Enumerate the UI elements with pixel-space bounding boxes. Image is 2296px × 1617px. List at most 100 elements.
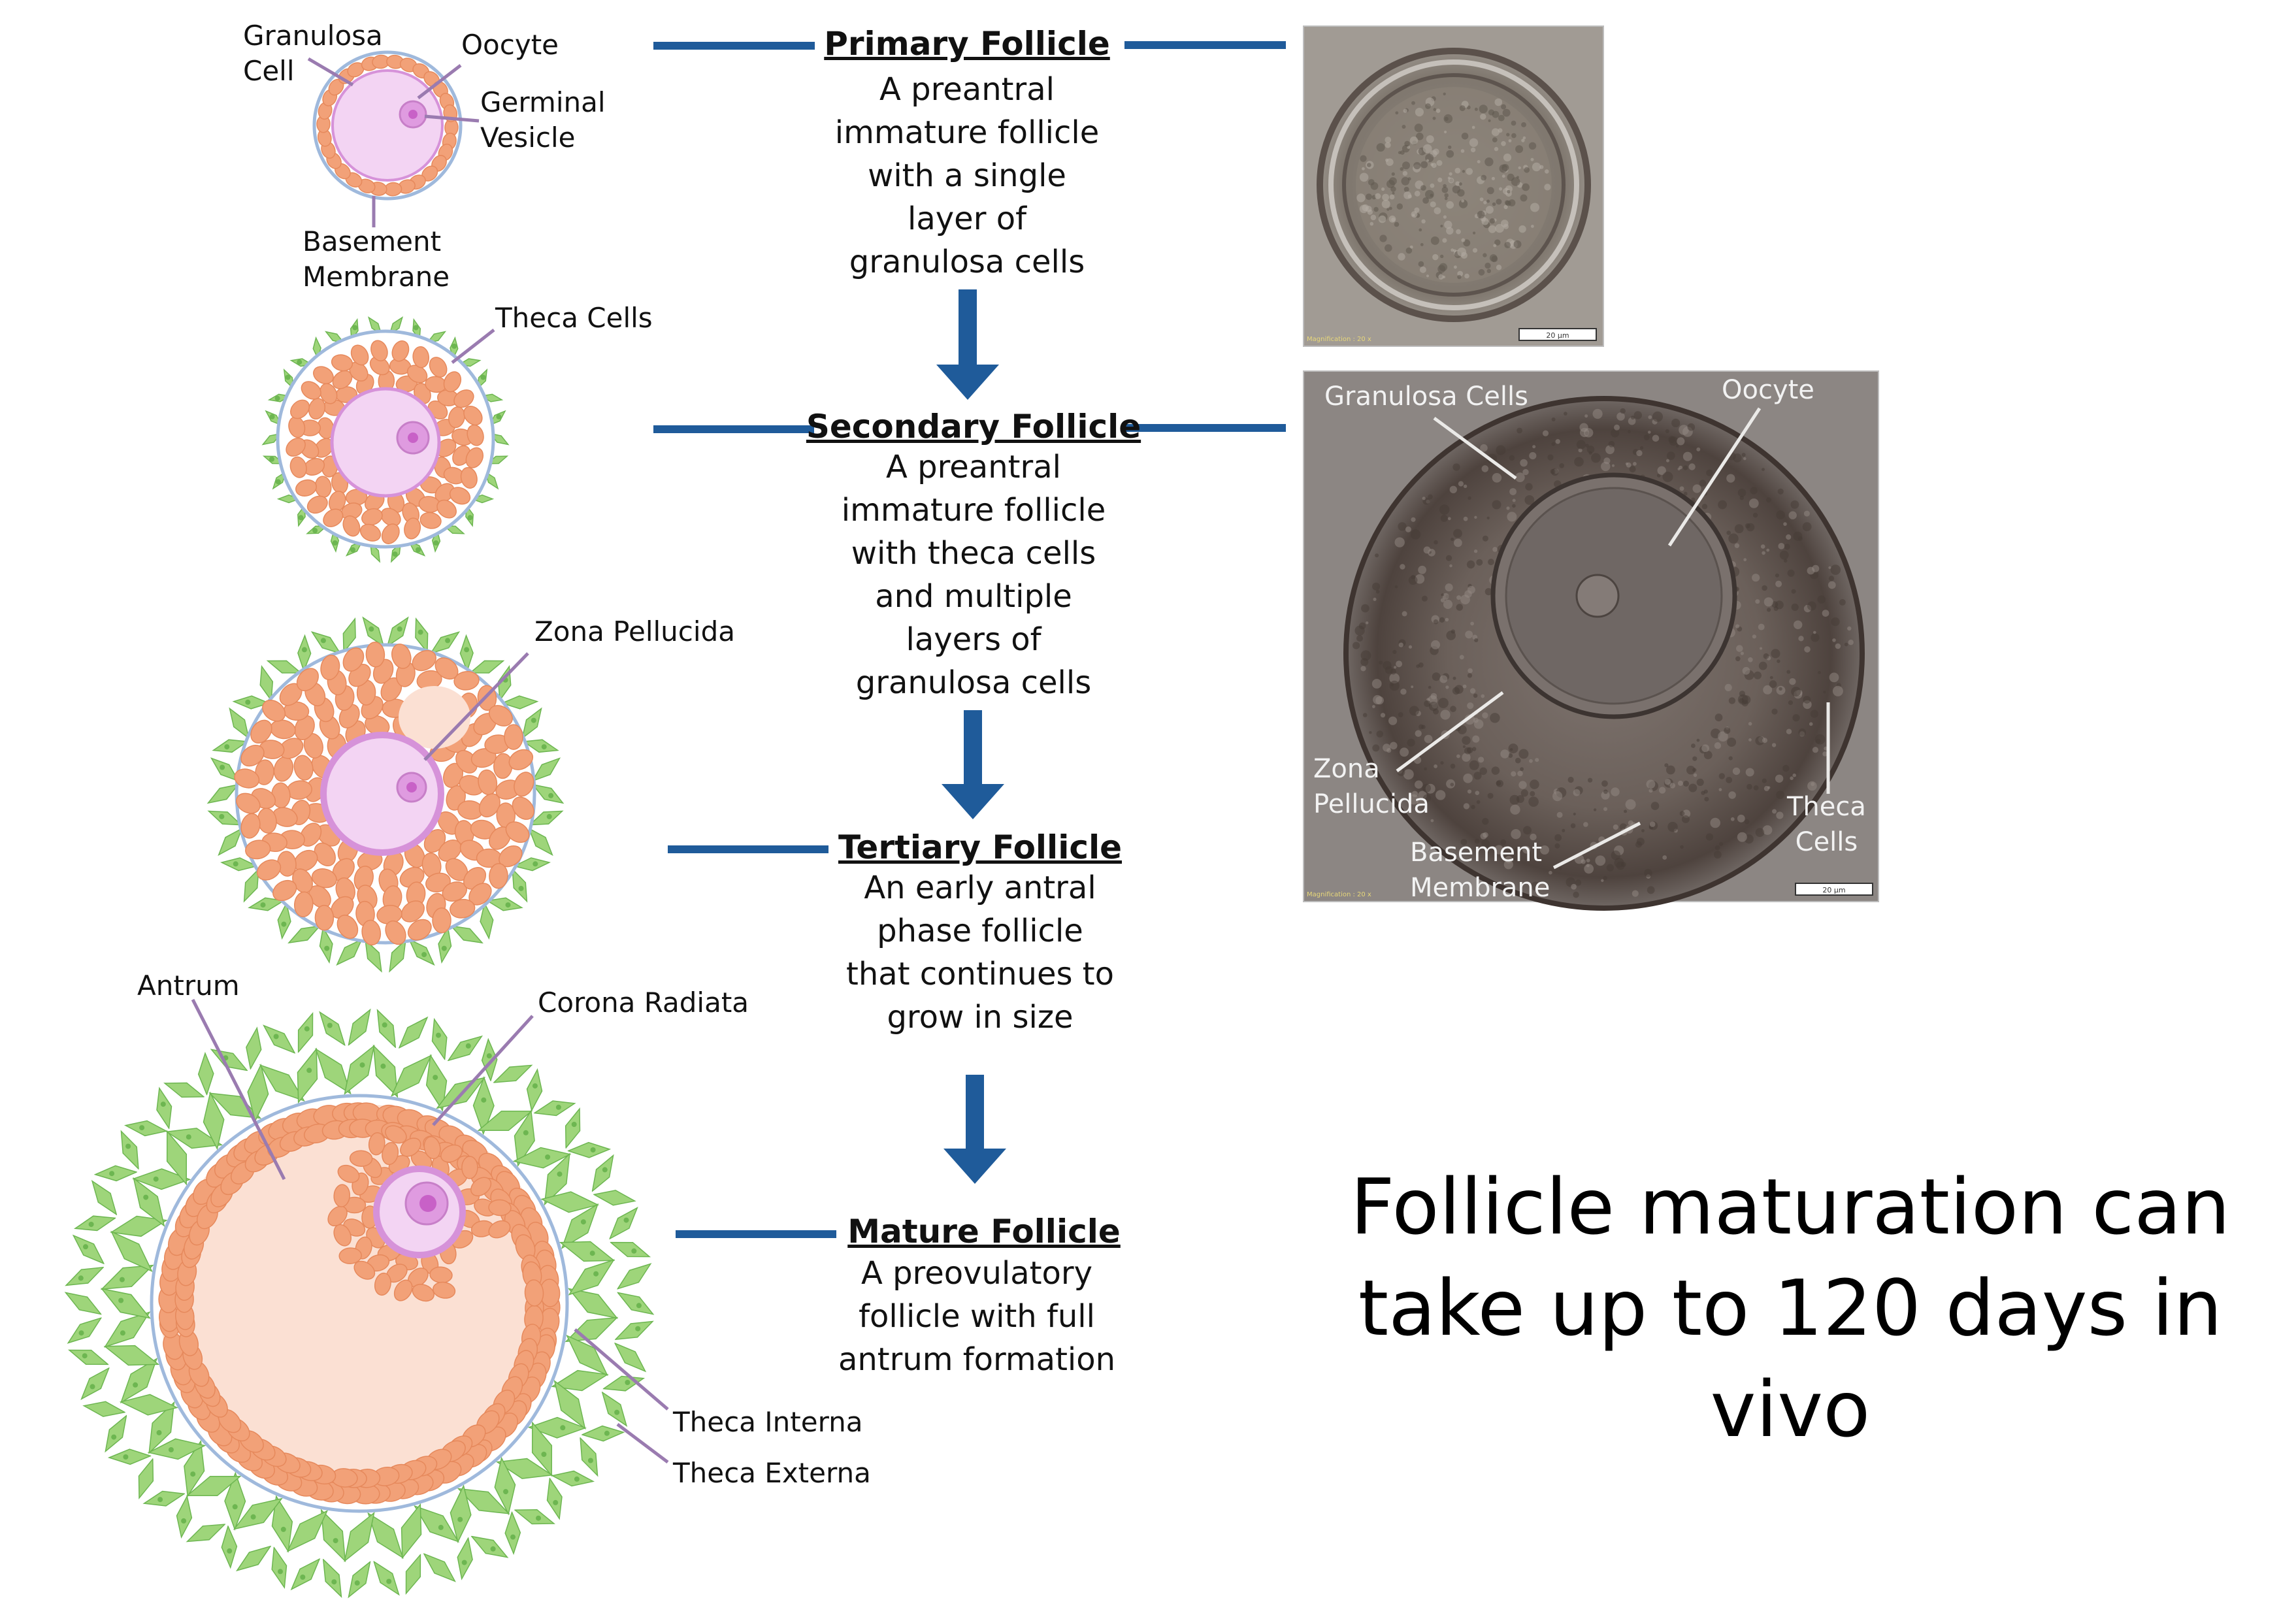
texture-speck (1360, 650, 1371, 661)
granulosa-cell (443, 371, 462, 393)
oocyte (330, 387, 441, 498)
theca-cell (286, 1510, 329, 1552)
oocyte-nucleus (1575, 574, 1620, 618)
texture-speck (1636, 449, 1643, 457)
texture-speck (1463, 803, 1470, 809)
texture-speck (1464, 273, 1469, 279)
texture-speck (1389, 680, 1400, 691)
granulosa-cell (429, 357, 448, 378)
theca-nucleus (220, 764, 225, 770)
texture-speck (1760, 544, 1765, 549)
granulosa-cell (240, 744, 265, 767)
texture-speck (1769, 680, 1777, 688)
texture-speck (1701, 744, 1710, 753)
texture-speck (1771, 743, 1777, 747)
theca-cell (297, 1047, 318, 1104)
texture-speck (1422, 783, 1431, 792)
texture-speck (1714, 742, 1722, 749)
texture-speck (1798, 728, 1807, 736)
texture-speck (1567, 776, 1574, 783)
texture-speck (1480, 444, 1488, 452)
theca-cell (565, 1316, 619, 1343)
texture-speck (1372, 744, 1380, 752)
theca-cell (67, 1349, 110, 1365)
texture-speck (1404, 140, 1410, 147)
granulosa-cell (433, 1281, 456, 1299)
granulosa-cell (505, 821, 530, 843)
theca-cell (156, 1086, 172, 1130)
texture-speck (1508, 743, 1518, 754)
granulosa-cell (450, 898, 476, 919)
texture-speck (1737, 488, 1747, 497)
theca-nucleus (274, 395, 280, 401)
theca-cell (208, 1092, 262, 1119)
granulosa-cell (489, 862, 508, 889)
texture-speck (1629, 466, 1636, 473)
texture-speck (1509, 488, 1517, 495)
texture-speck (1372, 705, 1375, 708)
texture-speck (1435, 790, 1446, 800)
texture-speck (1791, 603, 1799, 612)
texture-speck (1496, 199, 1502, 205)
texture-speck (1420, 185, 1426, 191)
texture-speck (1485, 206, 1494, 214)
theca-nucleus (441, 945, 447, 951)
texture-speck (1463, 774, 1473, 783)
theca-cell (315, 1047, 352, 1095)
texture-speck (1696, 778, 1704, 786)
texture-speck (1758, 661, 1767, 670)
texture-speck (1730, 817, 1735, 821)
theca-nucleus (593, 1271, 599, 1277)
texture-speck (1448, 145, 1452, 149)
texture-speck (1477, 160, 1481, 163)
theca-nucleus (285, 374, 291, 380)
granulosa-cell (272, 879, 297, 902)
texture-speck (1481, 218, 1489, 225)
theca-cell (405, 1553, 421, 1595)
texture-speck (1466, 560, 1475, 569)
texture-speck (1496, 265, 1502, 270)
label-zona-pellucida: Zona Pellucida (534, 615, 735, 647)
granulosa-cell (320, 655, 340, 681)
texture-speck (1523, 826, 1532, 835)
texture-speck (1652, 411, 1663, 422)
theca-cell (425, 1054, 448, 1112)
theca-nucleus (219, 813, 225, 819)
theca-cell (450, 1484, 472, 1544)
texture-speck (1682, 465, 1688, 470)
texture-speck (1390, 668, 1396, 675)
texture-speck (1360, 666, 1366, 672)
texture-speck (1414, 190, 1420, 197)
texture-speck (1628, 430, 1631, 433)
theca-nucleus (636, 1303, 642, 1309)
texture-speck (1479, 767, 1487, 776)
texture-speck (1504, 200, 1510, 205)
granulosa-cell (349, 1150, 373, 1167)
granulosa-cell (460, 466, 478, 489)
texture-speck (1521, 139, 1525, 142)
granulosa-cell (380, 508, 401, 527)
texture-speck (1680, 845, 1684, 849)
texture-speck (1530, 791, 1535, 796)
texture-speck (1777, 659, 1780, 663)
connector-primary-right (1124, 41, 1286, 49)
theca-nucleus (82, 1353, 88, 1359)
granulosa-cell (338, 1247, 362, 1264)
texture-speck (1383, 743, 1391, 752)
texture-speck (1775, 774, 1784, 783)
texture-speck (1530, 833, 1537, 841)
granulosa-cell (400, 1137, 421, 1157)
texture-speck (1409, 706, 1419, 716)
arrow-primary-to-secondary (936, 289, 999, 400)
texture-speck (1449, 172, 1452, 176)
texture-speck (1481, 694, 1485, 698)
texture-speck (1573, 812, 1576, 816)
texture-speck (1545, 169, 1549, 174)
texture-speck (1458, 481, 1464, 487)
texture-speck (1356, 193, 1366, 203)
theca-cell (186, 1475, 242, 1497)
texture-speck (1633, 462, 1637, 466)
texture-speck (1718, 773, 1725, 779)
texture-speck (1426, 135, 1434, 143)
granulosa-cell (425, 872, 451, 892)
